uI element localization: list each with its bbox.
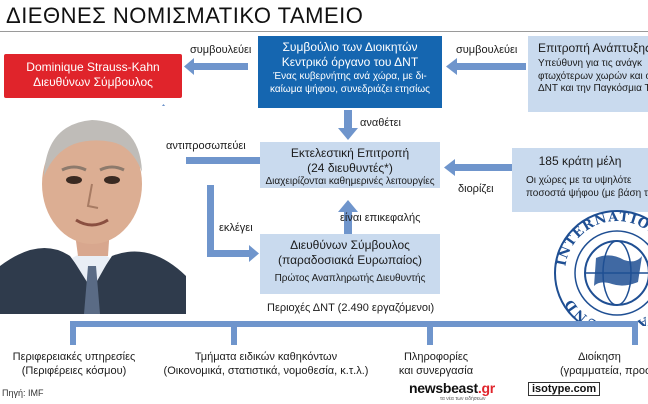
- governors-desc-2: καίωμα ψήφου, συνεδριάζει ετησίως: [258, 84, 442, 97]
- department-information: Πληροφορίες και συνεργασία: [386, 350, 486, 379]
- development-desc-2: φτωχότερων χωρών και οι: [538, 71, 648, 84]
- md-name: Dominique Strauss-Kahn: [4, 60, 182, 75]
- managing-director-role-box: Διευθύνων Σύμβουλος (παραδοσιακά Ευρωπαί…: [260, 234, 440, 294]
- elects-label: εκλέγει: [219, 222, 253, 234]
- department-administration-title: Διοίκηση: [560, 350, 648, 364]
- managing-director-box: Dominique Strauss-Kahn Διευθύνων Σύμβουλ…: [4, 54, 182, 98]
- department-regional: Περιφερειακές υπηρεσίες (Περιφέρειες κόσ…: [4, 350, 144, 379]
- board-of-governors-box: Συμβούλιο των Διοικητών Κεντρικό όργανο …: [258, 36, 442, 108]
- advises-left-arrow: [184, 58, 248, 75]
- represents-label: αντιπροσωπεύει: [166, 140, 246, 152]
- md-role-subtitle: (παραδοσιακά Ευρωπαίος): [260, 253, 440, 268]
- members-desc-2: ποσοστά ψήφου (με βάση τ: [512, 188, 648, 201]
- department-administration: Διοίκηση (γραμματεία, προσω: [560, 350, 648, 379]
- governors-desc-1: Ένας κυβερνήτης ανά χώρα, με δι-: [258, 71, 442, 84]
- development-desc-3: ΔΝΤ και την Παγκόσμια Τ: [538, 83, 648, 96]
- executive-subtitle: (24 διευθυντές*): [260, 161, 440, 176]
- imf-seal-logo: INTERNATIONAL MONETARY FUND: [552, 208, 648, 326]
- members-desc-1: Οι χώρες με τα υψηλότε: [512, 175, 648, 188]
- department-functional-title: Τμήματα ειδικών καθηκόντων: [150, 350, 382, 364]
- appoints-label: αναθέτει: [360, 117, 401, 129]
- departments-bracket: [70, 321, 638, 347]
- executive-title: Εκτελεστική Επιτροπή: [260, 146, 440, 161]
- appoint-members-arrow: [444, 159, 512, 176]
- appoint-members-label: διορίζει: [458, 183, 494, 195]
- portrait-image: [0, 106, 186, 314]
- members-title: 185 κράτη μέλη: [512, 154, 648, 169]
- advises-left-label: συμβουλεύει: [190, 44, 251, 56]
- heads-label: είναι επικεφαλής: [340, 212, 420, 224]
- source-note: Πηγή: IMF: [2, 388, 44, 398]
- advises-right-arrow: [446, 58, 526, 75]
- department-administration-desc: (γραμματεία, προσω: [560, 364, 648, 378]
- member-states-box: 185 κράτη μέλη Οι χώρες με τα υψηλότε πο…: [512, 148, 648, 212]
- advises-right-label: συμβουλεύει: [456, 44, 517, 56]
- staff-label: Περιοχές ΔΝΤ (2.490 εργαζόμενοι): [267, 302, 434, 314]
- department-information-title: Πληροφορίες: [386, 350, 486, 364]
- department-regional-title: Περιφερειακές υπηρεσίες: [4, 350, 144, 364]
- executive-board-box: Εκτελεστική Επιτροπή (24 διευθυντές*) Δι…: [260, 142, 440, 188]
- isotype-logo: isotype.com: [528, 382, 600, 396]
- development-desc-1: Υπεύθυνη για τις ανάγκ: [538, 58, 648, 71]
- development-committee-box: Επιτροπή Ανάπτυξης (24 Υπεύθυνη για τις …: [528, 36, 648, 112]
- department-information-desc: και συνεργασία: [386, 364, 486, 378]
- executive-desc: Διαχειρίζονται καθημερινές λειτουργίες: [260, 176, 440, 189]
- department-functional-desc: (Οικονομικά, στατιστικά, νομοθεσία, κ.τ.…: [150, 364, 382, 378]
- md-role-deputy: Πρώτος Αναπληρωτής Διευθυντής: [260, 273, 440, 286]
- development-title: Επιτροπή Ανάπτυξης (24: [538, 41, 648, 56]
- md-title: Διευθύνων Σύμβουλος: [4, 75, 182, 90]
- newsbeast-tagline: τα νέα των ειδήσεων: [440, 396, 486, 402]
- appoints-arrow: [338, 110, 358, 140]
- department-regional-desc: (Περιφέρειες κόσμου): [4, 364, 144, 378]
- md-role-title: Διευθύνων Σύμβουλος: [260, 238, 440, 253]
- department-functional: Τμήματα ειδικών καθηκόντων (Οικονομικά, …: [150, 350, 382, 379]
- governors-title: Συμβούλιο των Διοικητών: [258, 40, 442, 55]
- newsbeast-logo: newsbeast.gr: [409, 380, 495, 396]
- governors-subtitle: Κεντρικό όργανο του ΔΝΤ: [258, 55, 442, 70]
